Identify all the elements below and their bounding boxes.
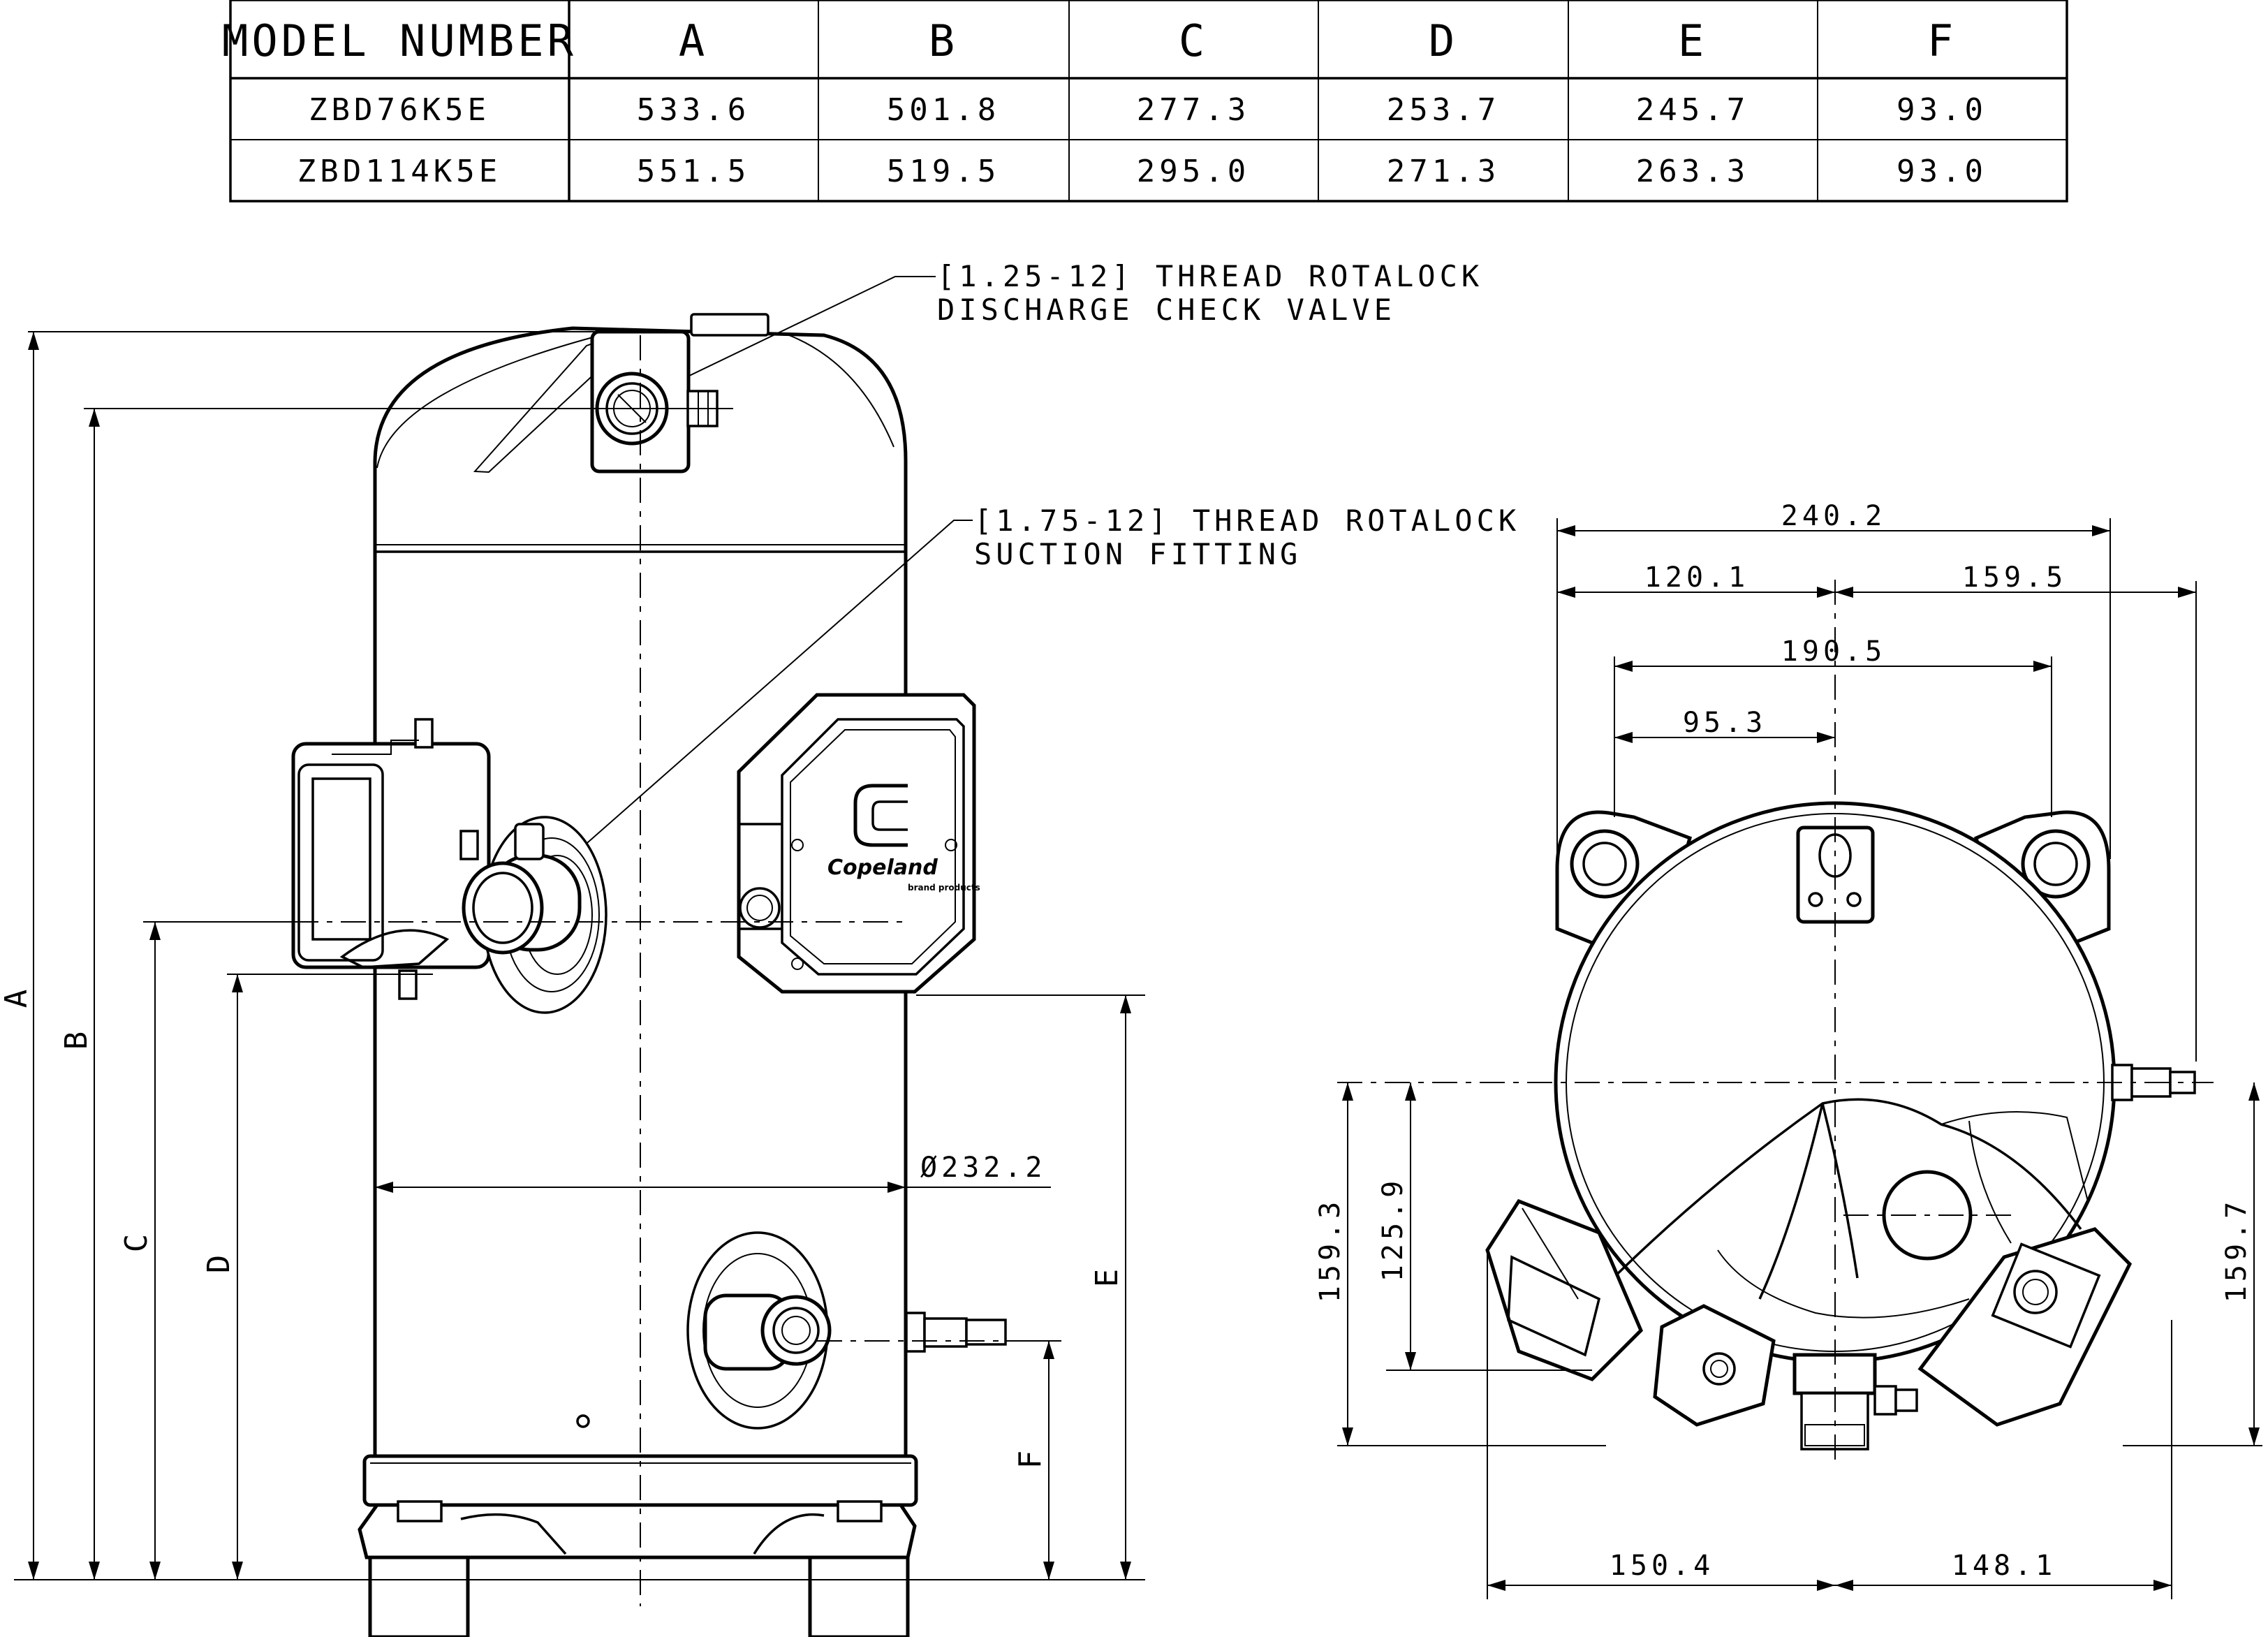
copeland-brand-text: Copeland <box>827 856 938 880</box>
row2-d: 271.3 <box>1387 154 1500 189</box>
copeland-logo: Copeland brand products <box>827 784 980 893</box>
dim-240-label: 240.2 <box>1781 500 1886 532</box>
dim-d-label: D <box>201 1255 237 1274</box>
table-border <box>229 0 2068 203</box>
suction-fitting-port <box>462 861 544 955</box>
dim-c-label: C <box>119 1234 154 1253</box>
row2-b: 519.5 <box>887 154 1000 189</box>
dim-b-label: B <box>59 1032 94 1050</box>
copeland-box-outer <box>737 693 976 994</box>
row1-b: 501.8 <box>887 92 1000 128</box>
row1-f: 93.0 <box>1897 92 1987 128</box>
header-d: D <box>1429 15 1458 66</box>
callout-notes: [1.25-12] THREAD ROTALOCK DISCHARGE CHEC… <box>552 259 1520 874</box>
dim-148-label: 148.1 <box>1952 1550 2056 1582</box>
dim-159-3-label: 159.3 <box>1314 1198 1346 1302</box>
dim-159-5-label: 159.5 <box>1962 561 2067 594</box>
diameter-label: Ø232.2 <box>920 1152 1047 1184</box>
header-c: C <box>1179 15 1208 66</box>
suction-note-line2: SUCTION FITTING <box>974 537 1302 571</box>
row1-e: 245.7 <box>1636 92 1749 128</box>
row1-model: ZBD76K5E <box>309 92 490 128</box>
row2-a: 551.5 <box>637 154 750 189</box>
row2-model: ZBD114K5E <box>297 154 501 189</box>
dimension-table: MODEL NUMBER A B C D E F ZBD76K5E 533.6 … <box>222 0 2068 203</box>
discharge-leader <box>628 276 936 406</box>
header-model-number: MODEL NUMBER <box>222 15 577 66</box>
suction-leader <box>552 520 973 874</box>
row1-a: 533.6 <box>637 92 750 128</box>
dim-159-7-label: 159.7 <box>2221 1198 2253 1302</box>
base-plate <box>358 1503 917 1559</box>
mount-hole-left <box>1570 829 1640 899</box>
row2-c: 295.0 <box>1137 154 1250 189</box>
side-view: Copeland brand products <box>0 313 1145 1637</box>
copeland-sub-text: brand products <box>908 883 980 893</box>
dim-120-label: 120.1 <box>1644 561 1749 594</box>
dome <box>373 326 908 552</box>
discharge-note-line2: DISCHARGE CHECK VALVE <box>937 293 1396 327</box>
foot-left <box>368 1555 470 1637</box>
row2-e: 263.3 <box>1636 154 1749 189</box>
header-e: E <box>1678 15 1707 66</box>
suction-note-line1: [1.75-12] THREAD ROTALOCK <box>974 504 1520 538</box>
dim-95-label: 95.3 <box>1683 707 1767 739</box>
row1-d: 253.7 <box>1387 92 1500 128</box>
foot-right <box>808 1555 910 1637</box>
dim-a-label: A <box>0 990 34 1008</box>
row1-c: 277.3 <box>1137 92 1250 128</box>
top-view: 240.2 120.1 159.5 190.5 95.3 150.4 148.1… <box>1314 500 2262 1599</box>
dim-150-label: 150.4 <box>1610 1550 1714 1582</box>
discharge-note-line1: [1.25-12] THREAD ROTALOCK <box>937 259 1483 293</box>
row2-f: 93.0 <box>1897 154 1987 189</box>
header-f: F <box>1927 15 1957 66</box>
dim-e-label: E <box>1089 1269 1125 1288</box>
dim-125-label: 125.9 <box>1377 1177 1409 1282</box>
dim-190-label: 190.5 <box>1781 636 1886 668</box>
header-a: A <box>679 15 708 66</box>
dim-f-label: F <box>1012 1451 1048 1469</box>
mount-hole-right <box>2021 829 2091 899</box>
terminal-box-clip <box>339 929 450 969</box>
top-terminal-left <box>1485 1198 1643 1381</box>
header-b: B <box>929 15 958 66</box>
